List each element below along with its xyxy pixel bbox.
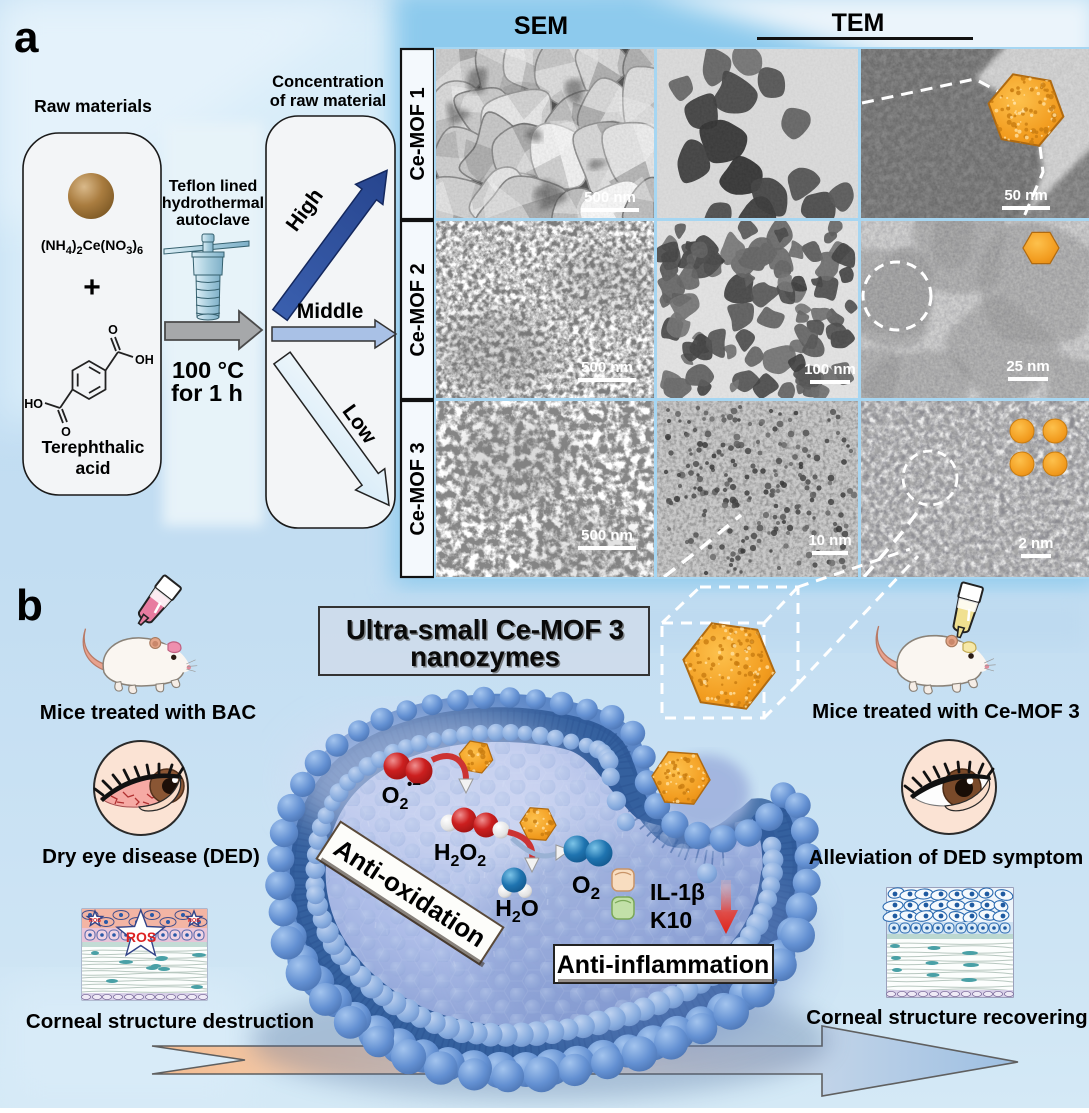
- svg-text:K10: K10: [650, 907, 692, 933]
- svg-text:2 nm: 2 nm: [1018, 535, 1053, 552]
- svg-text:10 nm: 10 nm: [808, 532, 851, 549]
- svg-text:Teflon lined: Teflon lined: [169, 178, 258, 195]
- svg-text:ROS: ROS: [89, 918, 101, 924]
- svg-text:Terephthalic: Terephthalic: [42, 437, 145, 457]
- svg-text:hydrothermal: hydrothermal: [162, 195, 264, 212]
- svg-text:+: +: [83, 271, 101, 304]
- svg-text:100 nm: 100 nm: [804, 361, 856, 378]
- svg-text:b: b: [16, 581, 43, 630]
- svg-text:autoclave: autoclave: [176, 212, 250, 229]
- svg-text:Middle: Middle: [297, 300, 364, 323]
- svg-text:500 nm: 500 nm: [581, 359, 633, 376]
- svg-text:IL-1β: IL-1β: [650, 879, 705, 905]
- svg-text:Ce-MOF 2: Ce-MOF 2: [407, 263, 429, 356]
- svg-text:Mice treated with Ce-MOF 3: Mice treated with Ce-MOF 3: [812, 700, 1080, 723]
- svg-text:Anti-inflammation: Anti-inflammation: [557, 951, 770, 979]
- svg-text:nanozymes: nanozymes: [410, 641, 560, 672]
- svg-text:Alleviation of DED symptom: Alleviation of DED symptom: [809, 846, 1084, 869]
- svg-text:O: O: [108, 323, 118, 337]
- svg-text:•−: •−: [407, 776, 421, 793]
- svg-text:500 nm: 500 nm: [581, 527, 633, 544]
- svg-text:OH: OH: [135, 353, 154, 367]
- svg-text:Ce-MOF 3: Ce-MOF 3: [407, 442, 429, 535]
- svg-text:acid: acid: [75, 458, 110, 478]
- svg-text:Mice treated with BAC: Mice treated with BAC: [40, 701, 257, 724]
- svg-text:for 1 h: for 1 h: [171, 380, 243, 406]
- svg-text:ROS: ROS: [126, 929, 156, 945]
- svg-text:ROS: ROS: [188, 918, 200, 924]
- svg-text:TEM: TEM: [832, 9, 885, 37]
- svg-text:a: a: [14, 13, 39, 62]
- svg-text:50 nm: 50 nm: [1004, 187, 1047, 204]
- svg-text:Corneal structure destruction: Corneal structure destruction: [26, 1010, 314, 1033]
- svg-text:25 nm: 25 nm: [1006, 358, 1049, 375]
- svg-text:Dry eye disease (DED): Dry eye disease (DED): [42, 845, 260, 868]
- svg-text:HO: HO: [24, 397, 43, 411]
- svg-text:Corneal structure recovering: Corneal structure recovering: [806, 1006, 1087, 1029]
- svg-text:500 nm: 500 nm: [584, 189, 636, 206]
- svg-text:Concentration: Concentration: [272, 73, 384, 91]
- svg-text:SEM: SEM: [514, 12, 568, 40]
- svg-text:Ce-MOF 1: Ce-MOF 1: [407, 87, 429, 180]
- svg-text:of raw material: of raw material: [270, 92, 386, 110]
- svg-text:Raw materials: Raw materials: [34, 96, 152, 116]
